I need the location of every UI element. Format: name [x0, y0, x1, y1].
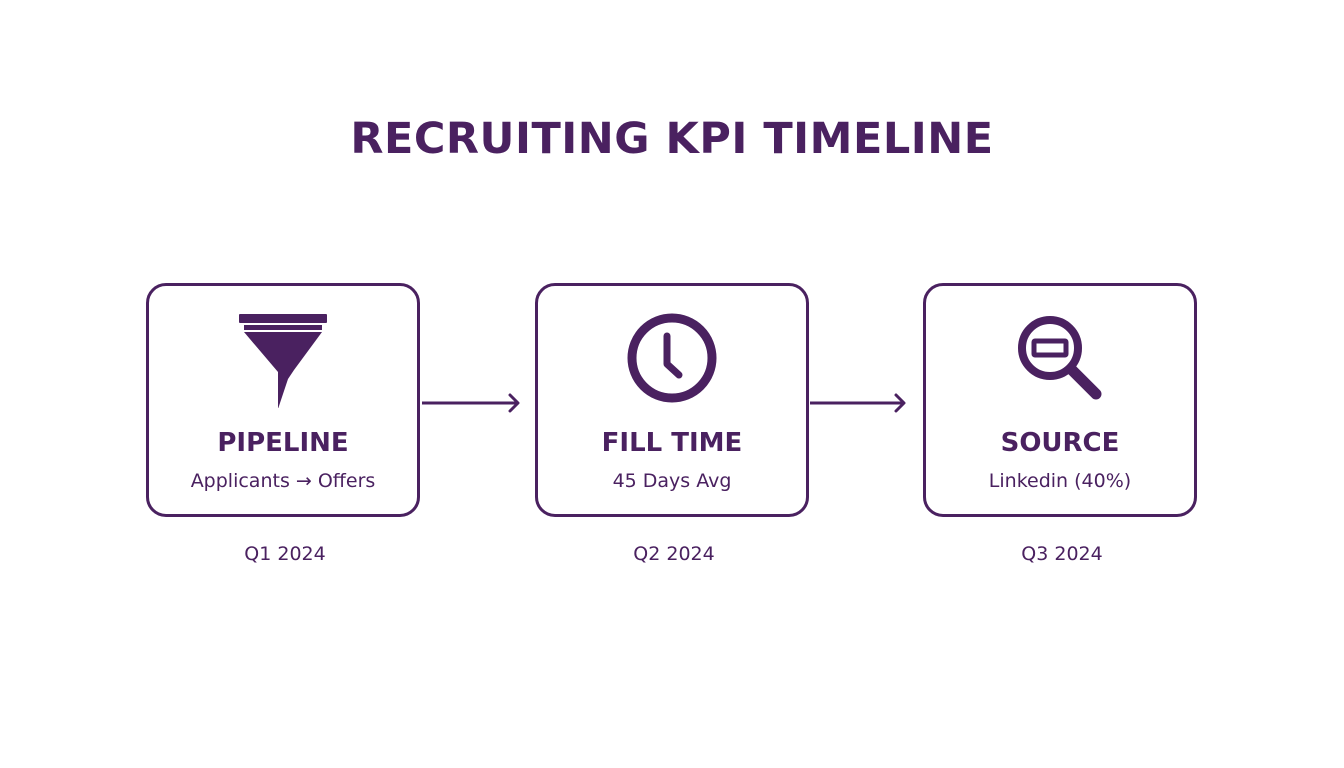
timeline-arrow-2	[810, 393, 906, 413]
milestone-date: Q2 2024	[633, 543, 715, 565]
milestone-card-fill-time: FILL TIME 45 Days Avg	[535, 283, 809, 517]
funnel-icon	[149, 306, 417, 410]
timeline-arrow-1	[422, 393, 520, 413]
milestone-title: SOURCE	[1000, 428, 1120, 458]
magnifier-icon	[926, 306, 1194, 410]
milestone-date: Q3 2024	[1021, 543, 1103, 565]
milestone-card-source: SOURCE Linkedin (40%)	[923, 283, 1197, 517]
milestone-card-pipeline: PIPELINE Applicants → Offers	[146, 283, 420, 517]
milestone-subtitle: Applicants → Offers	[190, 470, 376, 492]
milestone-title: PIPELINE	[217, 428, 349, 458]
milestone-title: FILL TIME	[601, 428, 743, 458]
milestone-subtitle: Linkedin (40%)	[988, 470, 1132, 492]
clock-icon	[538, 306, 806, 410]
milestone-date: Q1 2024	[244, 543, 326, 565]
milestone-subtitle: 45 Days Avg	[612, 470, 732, 492]
page-title: RECRUITING KPI TIMELINE	[350, 114, 994, 164]
